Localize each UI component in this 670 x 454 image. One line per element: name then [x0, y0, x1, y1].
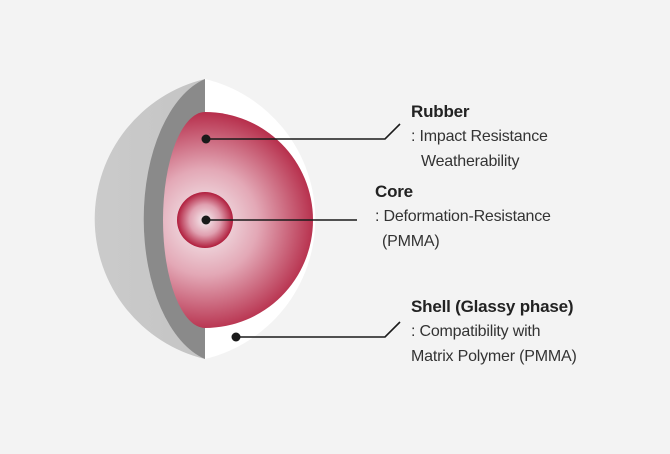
rubber-leader-line — [206, 123, 401, 140]
shell-label: Shell (Glassy phase) : Compatibility wit… — [411, 295, 577, 369]
rubber-property-1: : Impact Resistance — [411, 128, 548, 145]
leader-lines — [201, 123, 401, 342]
core-property-2: (PMMA) — [382, 233, 440, 250]
core-label: Core : Deformation-Resistance (PMMA) — [375, 180, 551, 254]
shell-property-2: Matrix Polymer (PMMA) — [411, 348, 577, 365]
rubber-label: Rubber : Impact Resistance Weatherabilit… — [411, 100, 548, 174]
shell-title: Shell (Glassy phase) — [411, 297, 574, 316]
core-title: Core — [375, 182, 413, 201]
shell-leader-line — [236, 321, 401, 338]
core-property-1: : Deformation-Resistance — [375, 208, 551, 225]
rubber-title: Rubber — [411, 102, 470, 121]
shell-property-1: : Compatibility with — [411, 323, 541, 340]
rubber-property-2: Weatherability — [421, 153, 520, 170]
